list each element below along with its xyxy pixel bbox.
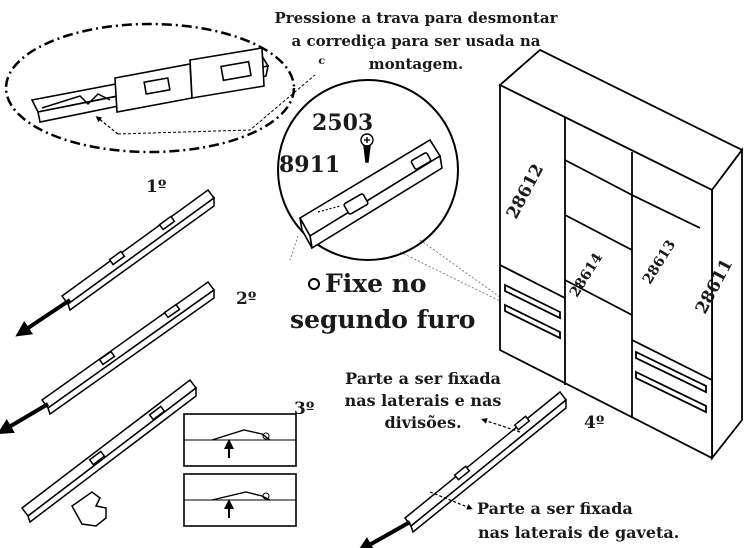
lock-detail xyxy=(4,22,316,154)
slide-step-2 xyxy=(40,280,216,416)
instruction-part-drawer-line1: Parte a ser fixada xyxy=(477,499,633,518)
instruction-press-lock-line1: Pressione a trava para desmontar xyxy=(274,9,558,27)
instruction-part-sides-line1: Parte a ser fixada xyxy=(345,369,501,388)
slide-rail-closeup xyxy=(298,138,443,250)
part-slide-code: 8911 xyxy=(279,152,340,178)
lock-detail-box-1 xyxy=(183,413,297,467)
instruction-part-drawer-line2: nas laterais de gaveta. xyxy=(478,523,679,542)
lock-detail-callout xyxy=(4,22,296,154)
slide-step-1 xyxy=(60,188,216,312)
pointing-hand-icon xyxy=(71,491,107,527)
step-4-label: 4º xyxy=(584,413,604,433)
step-3-label: 3º xyxy=(294,399,314,419)
wardrobe-drawing xyxy=(498,48,744,461)
step-1-label: 1º xyxy=(146,177,166,197)
pull-arrow-step-2 xyxy=(0,402,50,435)
instruction-fix-hole-line2: segundo furo xyxy=(290,305,475,334)
glyph-hook: ᶜ xyxy=(318,54,326,75)
instruction-press-lock-line2: a corrediça para ser usada na xyxy=(292,32,541,50)
fixing-detail xyxy=(277,79,459,261)
instruction-part-sides-line3: divisões. xyxy=(384,413,461,432)
instruction-part-sides-line2: nas laterais e nas xyxy=(345,391,502,410)
lock-pointer-line xyxy=(117,74,316,135)
slide-detail-drawing xyxy=(30,47,270,123)
hole-marker-icon xyxy=(308,278,320,290)
pull-arrow-step-4 xyxy=(357,520,411,548)
pointer-sides xyxy=(481,418,521,433)
pull-arrow-step-1 xyxy=(15,298,72,337)
instruction-press-lock-line3: montagem. xyxy=(369,55,464,73)
lock-pointer-arrow xyxy=(95,116,119,135)
lock-lever xyxy=(41,93,111,109)
screw-icon xyxy=(360,133,374,163)
step-2-label: 2º xyxy=(236,289,256,309)
slide-step-4 xyxy=(403,390,568,534)
instruction-fix-hole-line1: Fixe no xyxy=(325,269,427,298)
slide-step-3 xyxy=(20,378,198,524)
lock-detail-box-2 xyxy=(183,473,297,527)
pointer-drawer xyxy=(429,491,473,510)
part-screw-code: 2503 xyxy=(312,110,373,136)
